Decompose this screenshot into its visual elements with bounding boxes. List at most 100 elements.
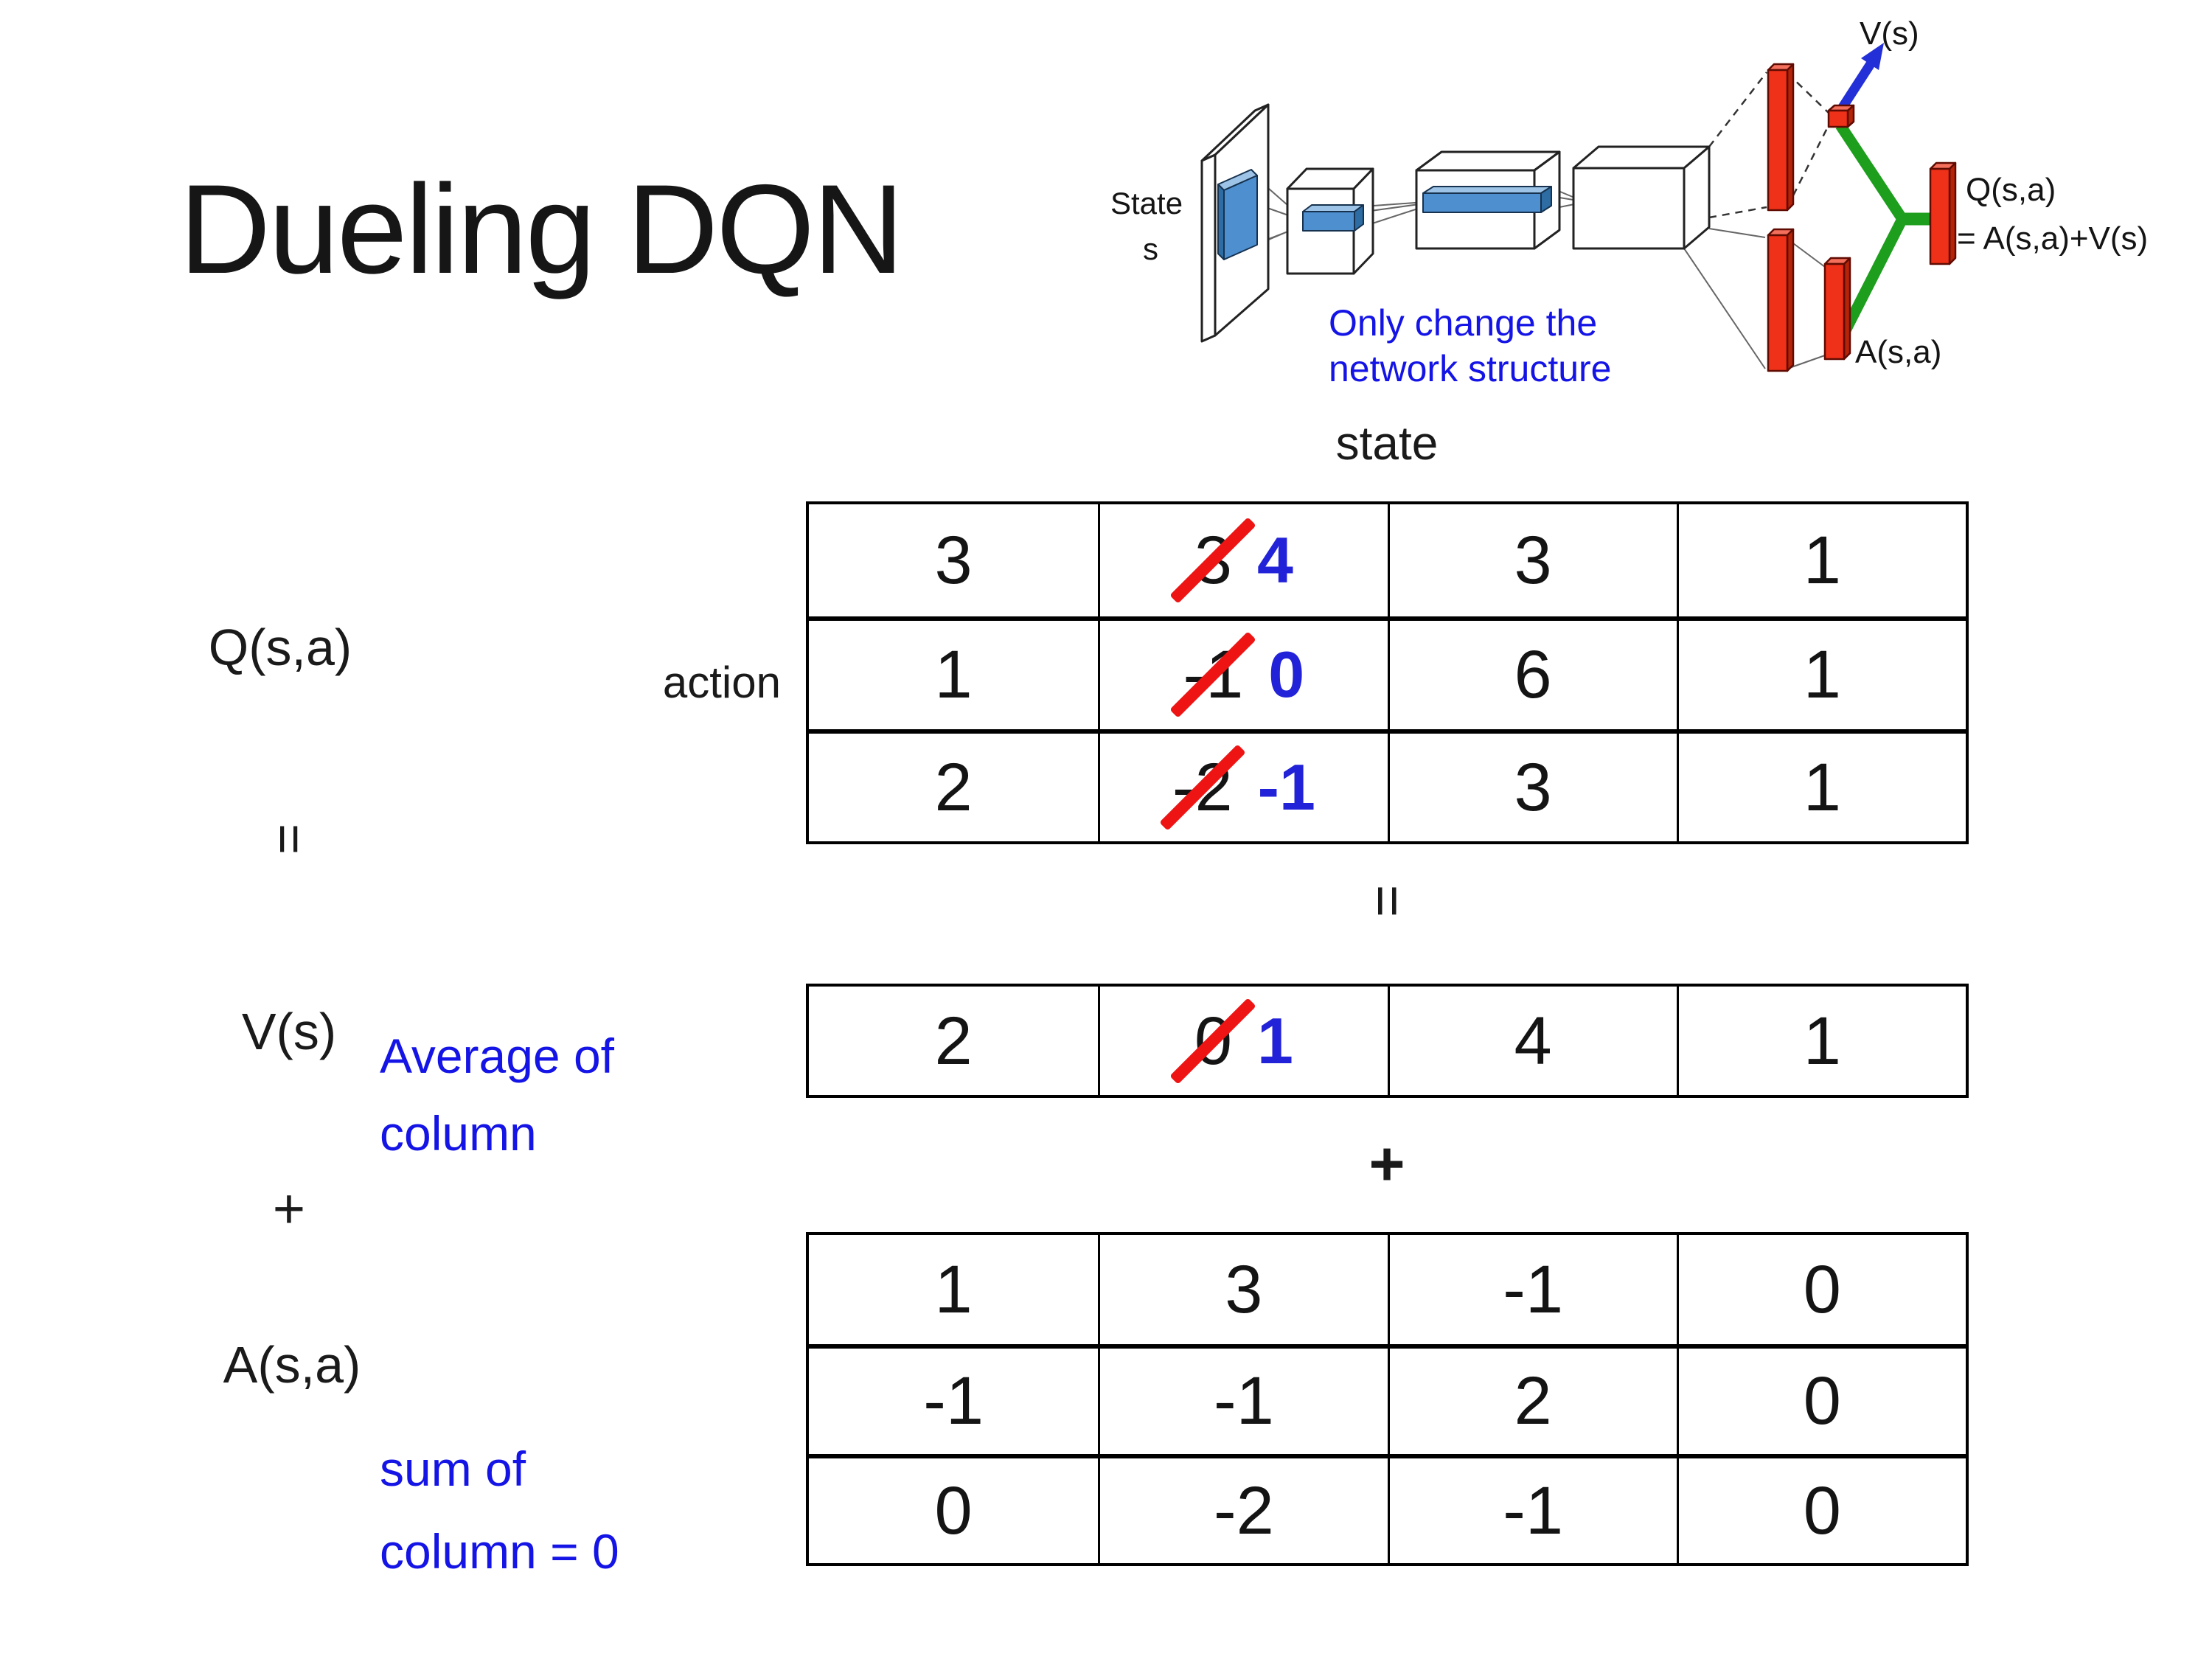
a-cell-r1c4: 0 <box>1676 1235 1966 1345</box>
q-value: 1 <box>1803 523 1841 599</box>
q-value: 6 <box>1514 637 1552 713</box>
v-cell-c3: 4 <box>1387 987 1677 1095</box>
a-stream-bar-tall <box>1767 228 1795 372</box>
conv-filter <box>1217 169 1258 260</box>
state-axis-label: state <box>1335 417 1439 470</box>
v-cell-c2-updated: 0 1 <box>1098 987 1387 1095</box>
q-output-label-line2: = A(s,a)+V(s) <box>1957 220 2148 257</box>
v-term-label: V(s) <box>241 1003 337 1060</box>
a-value: -1 <box>923 1363 984 1439</box>
q-cell-r1c4: 1 <box>1676 504 1966 617</box>
state-input-label-s: s <box>1143 232 1158 266</box>
a-cell-r1c1: 1 <box>809 1235 1098 1344</box>
a-table: 1 3 -1 0 -1 -1 2 0 0 -2 -1 0 <box>806 1232 1969 1566</box>
equals-sign-center: = <box>1356 884 1419 918</box>
a-cell-r3c1: 0 <box>809 1453 1099 1563</box>
merge-junction <box>1835 122 1936 344</box>
a-cell-r2c2: -1 <box>1098 1344 1388 1454</box>
v-value: 4 <box>1514 1003 1552 1079</box>
a-term-label: A(s,a) <box>223 1336 361 1394</box>
a-cell-r1c3: -1 <box>1387 1235 1677 1345</box>
a-value: 0 <box>934 1472 973 1548</box>
a-cell-r3c4: 0 <box>1676 1453 1966 1563</box>
a-value: 0 <box>1803 1363 1841 1439</box>
q-cell-r1c1: 3 <box>809 504 1098 616</box>
a-value: -1 <box>1503 1472 1564 1548</box>
a-value: 2 <box>1514 1363 1552 1439</box>
a-cell-r1c2: 3 <box>1098 1235 1387 1345</box>
new-value: -1 <box>1257 750 1315 824</box>
struck-old-value: -1 <box>1169 631 1257 719</box>
q-output-label-line1: Q(s,a) <box>1966 172 2056 208</box>
a-value: -2 <box>1213 1472 1274 1548</box>
dashed-v-stream-lines <box>1708 72 1830 219</box>
q-cell-r2c1: 1 <box>809 616 1099 728</box>
a-cell-r3c3: -1 <box>1387 1453 1677 1563</box>
feature-bar-1 <box>1302 204 1364 232</box>
a-value: 1 <box>934 1252 973 1328</box>
q-table: 3 3 4 3 1 1 -1 0 6 1 2 -2 -1 3 1 <box>806 501 1969 844</box>
q-cell-r1c2-updated: 3 4 <box>1098 504 1387 617</box>
sum-note-line2: column = 0 <box>380 1524 619 1579</box>
q-value: 1 <box>1803 637 1841 713</box>
action-axis-label: action <box>662 658 781 707</box>
q-cell-r2c4: 1 <box>1676 616 1966 729</box>
q-cell-r3c1: 2 <box>809 728 1099 841</box>
v-value: 2 <box>934 1003 973 1079</box>
fc-bars <box>1767 63 1957 372</box>
sum-note-line1: sum of <box>380 1441 526 1496</box>
q-value: 1 <box>934 637 973 713</box>
q-cell-r3c3: 3 <box>1387 728 1677 841</box>
a-cell-r3c2: -2 <box>1098 1453 1388 1563</box>
a-layer-bar <box>1823 257 1851 361</box>
dueling-network-diagram: State s V(s) Q(s,a) = A(s,a)+V(s) A(s,a)… <box>1110 15 2148 389</box>
q-output-bar <box>1929 161 1957 265</box>
v-node-small <box>1827 104 1855 128</box>
v-table: 2 0 1 4 1 <box>806 984 1969 1098</box>
struck-old-value: 0 <box>1169 997 1257 1085</box>
v-cell-c4: 1 <box>1676 987 1966 1095</box>
diagram-caption-line1: Only change the <box>1329 302 1597 344</box>
plus-sign-center: + <box>1368 1129 1405 1198</box>
a-value: 3 <box>1225 1252 1263 1328</box>
average-note-line1: Average of <box>380 1029 615 1083</box>
q-cell-r1c3: 3 <box>1387 504 1677 617</box>
feature-bar-2 <box>1422 186 1552 213</box>
vs-output-label: V(s) <box>1860 15 1919 52</box>
new-value: 1 <box>1256 1004 1293 1077</box>
v-stream-bar-tall <box>1767 63 1795 212</box>
sum-of-column-note: sum of column = 0 <box>380 1427 619 1593</box>
v-cell-c1: 2 <box>809 987 1098 1095</box>
a-cell-r2c3: 2 <box>1387 1344 1677 1454</box>
state-input-label: State <box>1110 186 1183 220</box>
a-output-label: A(s,a) <box>1855 334 1941 370</box>
new-value: 0 <box>1268 638 1305 712</box>
average-note-line2: column <box>380 1106 537 1161</box>
q-cell-r3c2-updated: -2 -1 <box>1098 728 1388 841</box>
q-cell-r2c2-updated: -1 0 <box>1098 616 1388 729</box>
a-value: -1 <box>1213 1363 1274 1439</box>
v-arrow <box>1836 43 1884 114</box>
struck-old-value: 3 <box>1169 517 1257 604</box>
a-value: 0 <box>1803 1472 1841 1548</box>
new-value: 4 <box>1256 524 1293 597</box>
q-value: 1 <box>1803 749 1841 825</box>
plus-sign-left: + <box>272 1178 306 1240</box>
v-value: 1 <box>1803 1003 1841 1079</box>
average-of-column-note: Average of column <box>380 1018 614 1172</box>
equals-sign-left: = <box>260 823 319 855</box>
a-value: -1 <box>1503 1252 1564 1328</box>
q-value: 3 <box>934 523 973 599</box>
page-title: Dueling DQN <box>179 159 904 300</box>
a-value: 0 <box>1803 1252 1841 1328</box>
q-cell-r2c3: 6 <box>1387 616 1677 729</box>
a-cell-r2c4: 0 <box>1676 1344 1966 1454</box>
q-value: 2 <box>934 749 973 825</box>
diagram-caption-line2: network structure <box>1329 348 1611 389</box>
q-cell-r3c4: 1 <box>1676 728 1966 841</box>
q-value: 3 <box>1514 523 1552 599</box>
q-term-label: Q(s,a) <box>208 619 352 676</box>
struck-old-value: -2 <box>1159 744 1246 831</box>
conv-box-3 <box>1572 145 1711 250</box>
